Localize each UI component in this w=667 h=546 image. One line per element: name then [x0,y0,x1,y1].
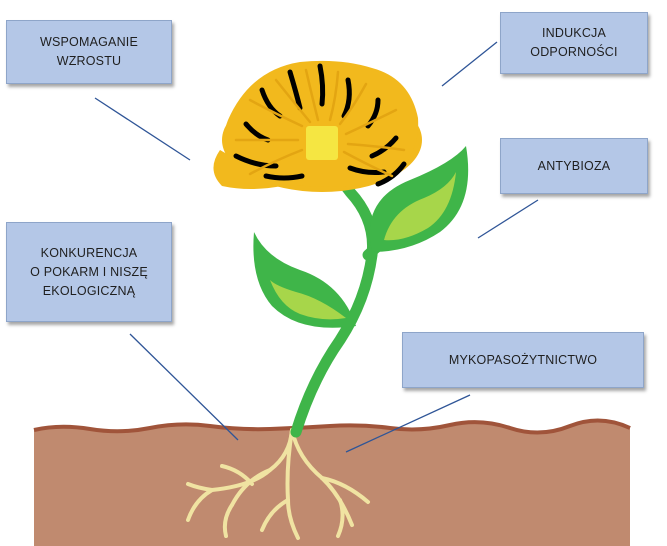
label-competition-line3: EKOLOGICZNĄ [43,282,136,301]
label-antibiosis: ANTYBIOZA [500,138,648,194]
flower-center [306,126,338,160]
label-immunity-line1: INDUKCJA [542,24,606,43]
label-growth-promotion: WSPOMAGANIE WZROSTU [6,20,172,84]
label-growth-line2: WZROSTU [57,52,122,71]
label-antibiosis-line1: ANTYBIOZA [538,157,611,176]
pointer-line-immunity [442,42,497,86]
label-immunity-line2: ODPORNOŚCI [530,43,617,62]
label-competition-line1: KONKURENCJA [41,244,138,263]
label-growth-line1: WSPOMAGANIE [40,33,138,52]
soil [34,420,630,546]
leaf-lower [253,232,356,328]
flower [213,61,422,192]
label-mycoparasitism: MYKOPASOŻYTNICTWO [402,332,644,388]
pointer-line-growth [95,98,190,160]
label-competition: KONKURENCJA O POKARM I NISZĘ EKOLOGICZNĄ [6,222,172,322]
pointer-line-antibiosis [478,200,538,238]
label-competition-line2: O POKARM I NISZĘ [30,263,148,282]
label-resistance-induction: INDUKCJA ODPORNOŚCI [500,12,648,74]
label-mycoparasitism-line1: MYKOPASOŻYTNICTWO [449,351,597,370]
